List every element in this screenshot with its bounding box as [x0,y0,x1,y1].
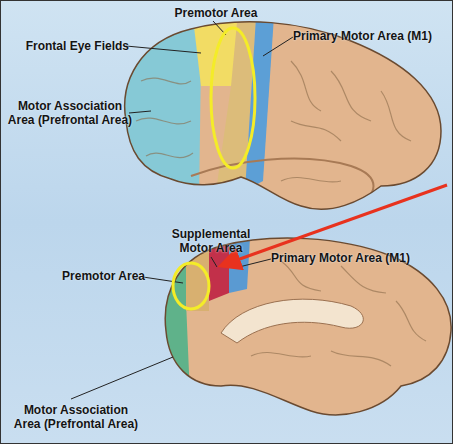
highlight-ellipse [173,263,209,309]
region-label: Premotor Area [161,6,271,20]
lateral-brain [101,1,452,231]
leader-lines [71,21,293,399]
pointer-arrow [223,185,447,265]
region-label: Premotor Area [49,269,145,283]
region-label: Motor Association Area (Prefrontal Area) [7,99,133,127]
region-label: Primary Motor Area (M1) [293,29,451,43]
region-label: Supplemental Motor Area [166,227,256,255]
medial-brain [151,221,452,431]
region-label: Frontal Eye Fields [19,39,129,53]
region-label: Motor Association Area (Prefrontal Area) [11,403,141,431]
highlight-ellipse [211,28,255,168]
region-label: Primary Motor Area (M1) [271,251,441,265]
